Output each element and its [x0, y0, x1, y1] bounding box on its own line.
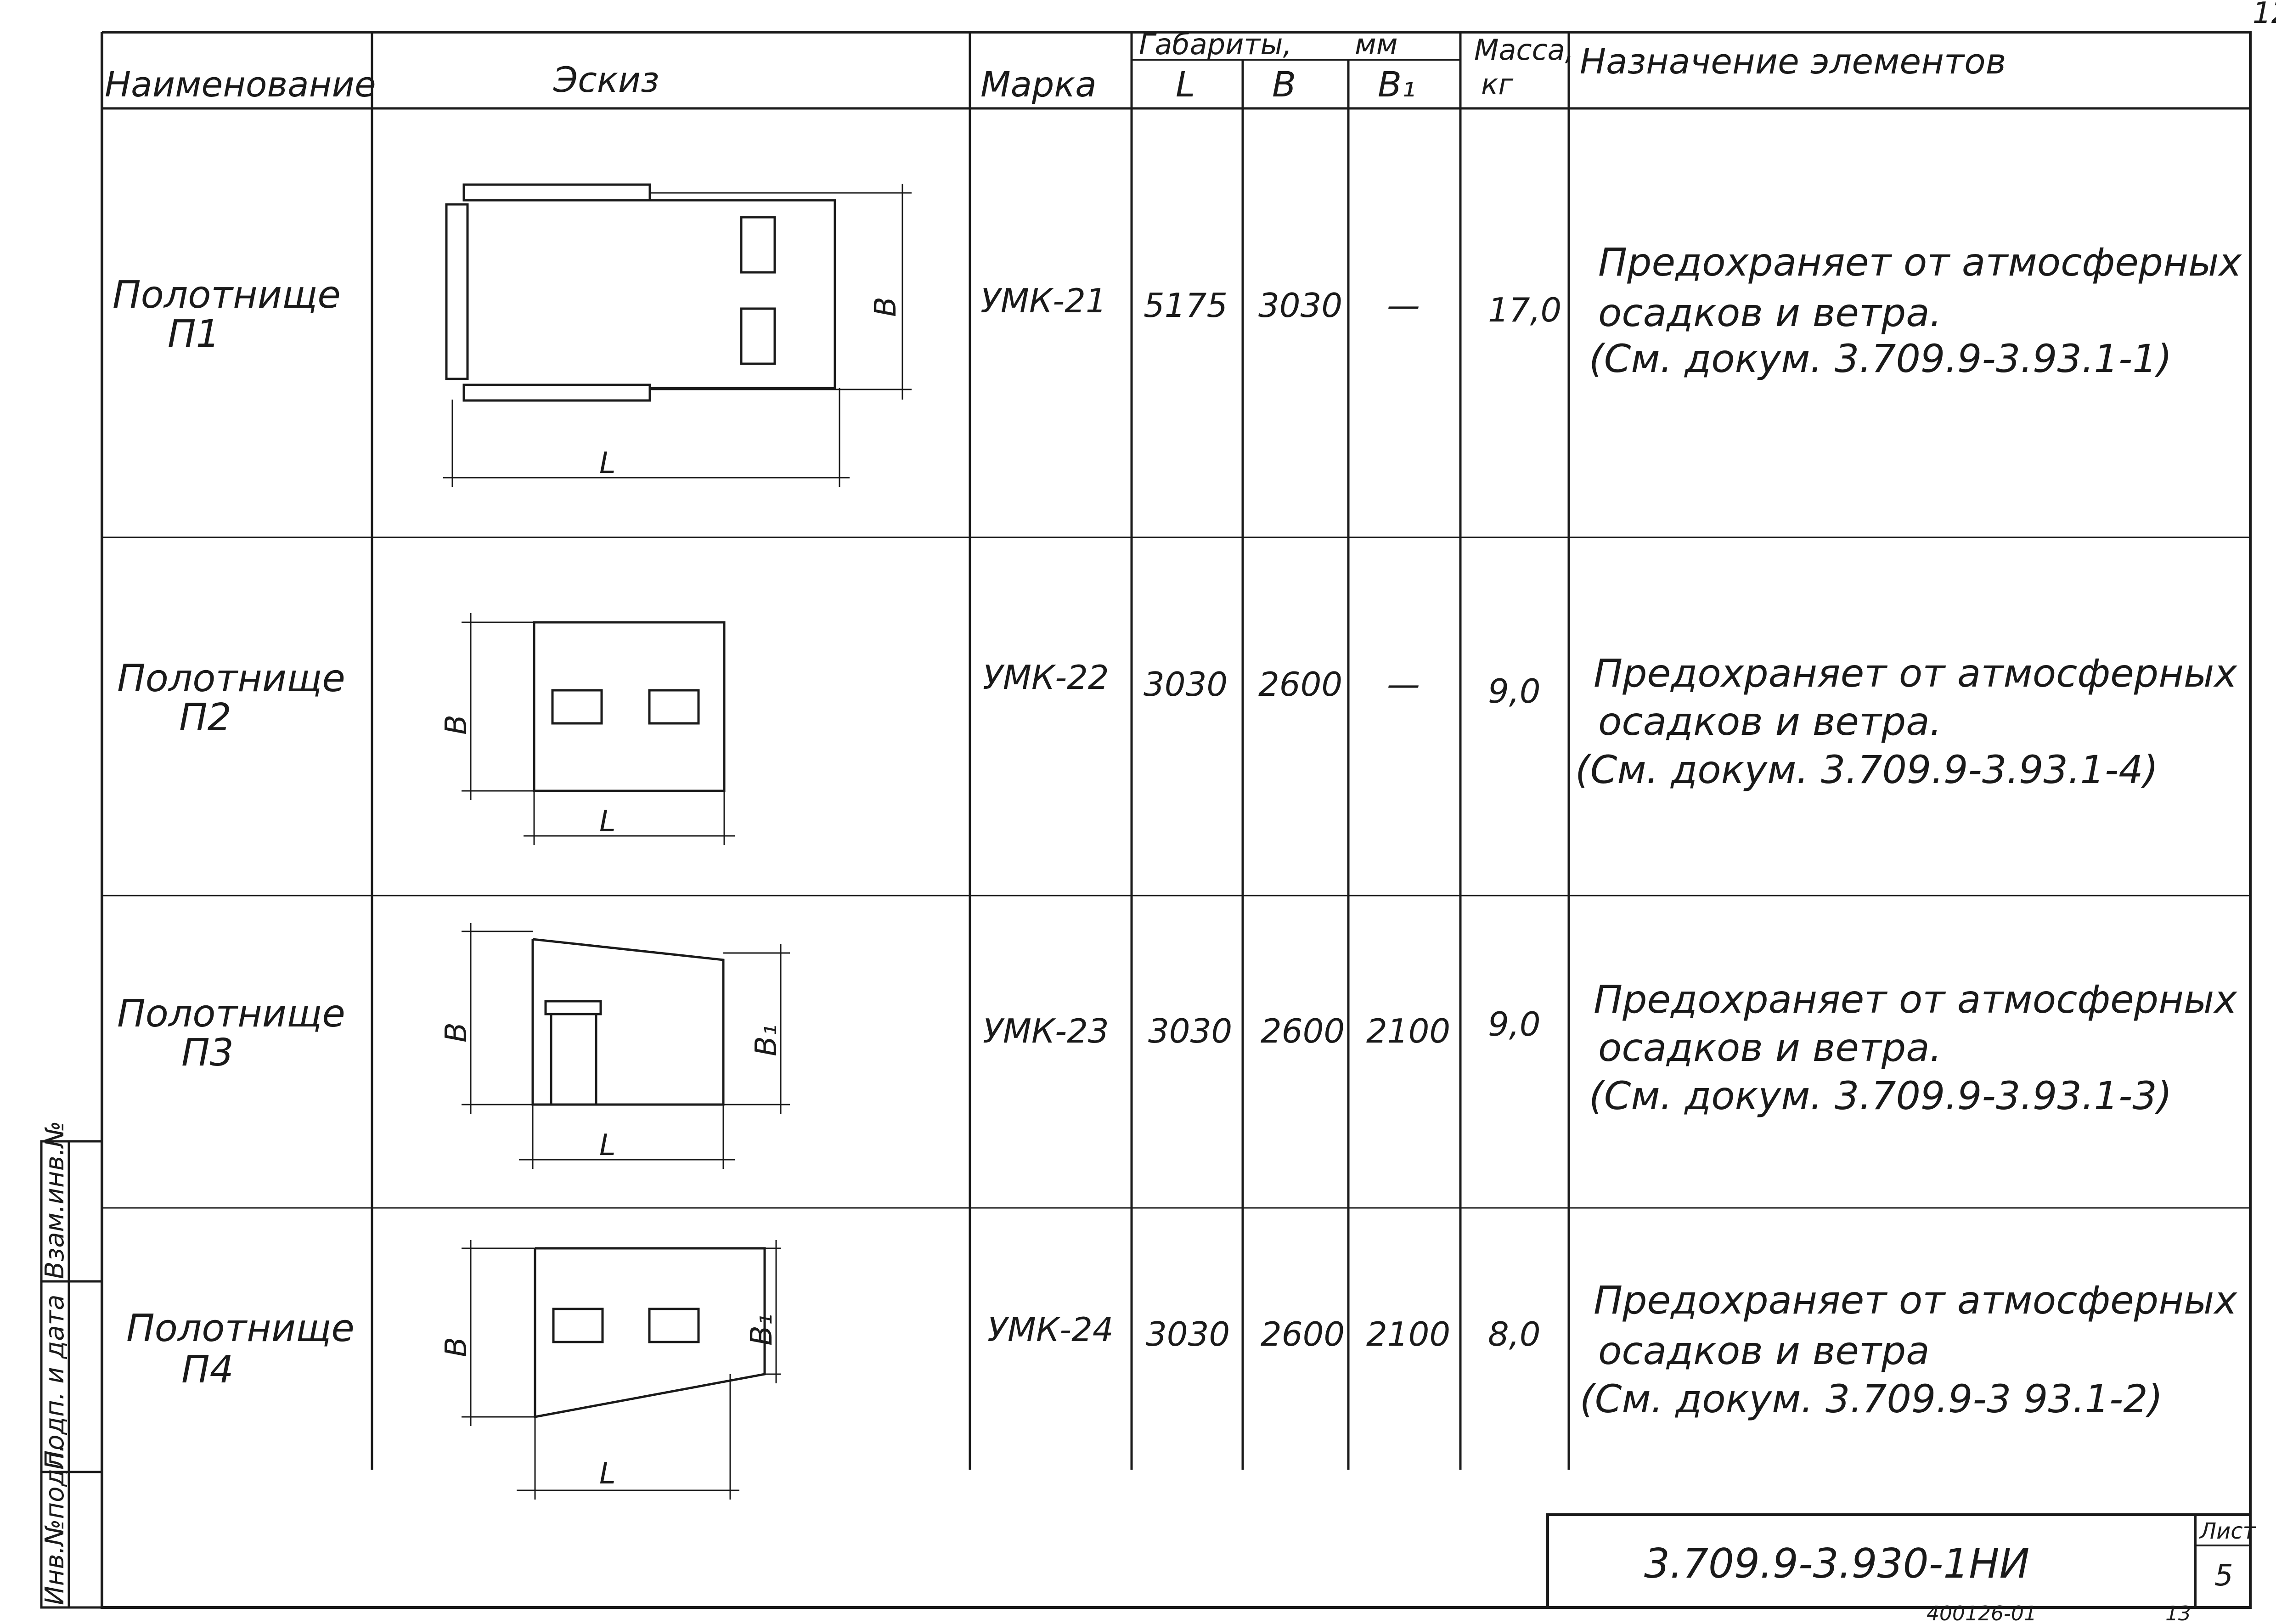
sketch-panel-p3 [462, 923, 790, 1169]
sketch-label-b: B [869, 297, 903, 317]
row-name-line2: П3 [181, 1031, 234, 1075]
document-code: 3.709.9-3.930-1НИ [1644, 1540, 2029, 1587]
sketch-label-l: L [599, 1128, 616, 1162]
table-row: Полотнище П4 УМК-24 3030 2600 2100 8,0 П… [126, 1240, 2237, 1500]
row-purpose-line3: (См. докум. 3.709.9-3.93.1-3) [1589, 1073, 2172, 1118]
sketch-panel-p1 [443, 183, 912, 487]
header-dimensions-unit: мм [1355, 28, 1398, 61]
row-purpose-line1: Предохраняет от атмосферных [1598, 240, 2242, 285]
row-mark: УМК-23 [983, 1012, 1109, 1050]
row-dim-b: 2600 [1261, 1012, 1345, 1050]
row-dim-b: 2600 [1261, 1315, 1345, 1353]
row-mass: 17,0 [1488, 291, 1561, 329]
row-name-line2: П1 [168, 312, 220, 356]
row-name-line1: Полотнище [126, 1307, 355, 1350]
header-dimensions-group: Габариты, [1139, 28, 1292, 61]
row-mark: УМК-21 [980, 282, 1107, 320]
corner-sheet-number: 12 [2253, 0, 2276, 30]
row-mark: УМК-22 [983, 658, 1109, 697]
row-dim-l: 3030 [1146, 1315, 1230, 1353]
archive-number: 400126-01 [1927, 1602, 2037, 1624]
row-purpose-line3: (См. докум. 3.709.9-3 93.1-2) [1580, 1376, 2163, 1421]
sketch-label-b: B [439, 1337, 473, 1357]
sketch-panel-p2 [462, 613, 735, 845]
row-purpose-line3: (См. докум. 3.709.9-3.93.1-1) [1589, 336, 2172, 381]
footer-page-number: 13 [2165, 1602, 2191, 1624]
row-dim-b1: — [1387, 665, 1420, 704]
header-sketch: Эскиз [553, 59, 659, 100]
row-dim-b: 3030 [1258, 286, 1342, 325]
sketch-label-b: B [439, 1022, 473, 1043]
sketch-label-b: B [439, 715, 473, 735]
sketch-panel-p4 [462, 1240, 781, 1500]
header-dim-l: L [1176, 64, 1195, 105]
table-row: Полотнище П2 УМК-22 3030 2600 — 9,0 Пред… [117, 613, 2237, 845]
row-dim-l: 3030 [1144, 665, 1228, 704]
row-mark: УМК-24 [987, 1310, 1114, 1349]
row-purpose-line2: осадков и ветра. [1598, 290, 1942, 335]
table-row: Полотнище П1 УМК-21 5175 3030 — 17,0 Пре… [113, 183, 2242, 487]
row-name-line1: Полотнище [117, 657, 345, 700]
stamp-replacing-inv: Взам.инв.№ [40, 1121, 70, 1279]
sketch-label-l: L [599, 446, 616, 480]
header-purpose: Назначение элементов [1580, 41, 2006, 82]
row-dim-b: 2600 [1258, 665, 1342, 704]
sheet-label: Лист [2199, 1518, 2257, 1544]
row-purpose-line2: осадков и ветра. [1598, 1025, 1942, 1070]
row-mass: 9,0 [1488, 1005, 1541, 1043]
sketch-label-l: L [599, 805, 616, 839]
table-frame [101, 31, 2252, 1609]
row-name-line1: Полотнище [117, 992, 345, 1036]
header-mark: Марка [980, 64, 1097, 105]
sheet-number: 5 [2214, 1559, 2233, 1593]
row-dim-b1: 2100 [1366, 1012, 1450, 1050]
row-purpose-line1: Предохраняет от атмосферных [1594, 977, 2237, 1022]
row-mass: 9,0 [1488, 672, 1541, 710]
header-dim-b1: B₁ [1378, 64, 1416, 105]
row-purpose-line2: осадков и ветра. [1598, 699, 1942, 744]
row-name-line2: П2 [179, 696, 231, 739]
title-block [1546, 1513, 2250, 1607]
sketch-label-b1: B₁ [749, 1024, 783, 1056]
table-row: Полотнище П3 УМК-23 3030 2600 2100 9,0 П… [117, 923, 2237, 1169]
row-dim-l: 3030 [1148, 1012, 1232, 1050]
table-grid [102, 32, 2250, 1470]
row-purpose-line1: Предохраняет от атмосферных [1594, 1278, 2237, 1323]
side-stamp [40, 1140, 103, 1609]
row-dim-b1: — [1387, 286, 1420, 325]
header-name: Наименование [105, 64, 376, 105]
row-mass: 8,0 [1488, 1315, 1541, 1353]
row-purpose-line1: Предохраняет от атмосферных [1594, 651, 2237, 696]
row-name-line1: Полотнище [113, 273, 341, 317]
header-mass: Масса, [1474, 33, 1574, 67]
row-name-line2: П4 [181, 1348, 234, 1392]
row-purpose-line3: (См. докум. 3.709.9-3.93.1-4) [1575, 747, 2158, 792]
header-dim-b: B [1272, 64, 1296, 105]
row-dim-b1: 2100 [1366, 1315, 1450, 1353]
header-mass-unit: кг [1481, 68, 1513, 101]
row-purpose-line2: осадков и ветра [1598, 1328, 1930, 1373]
stamp-inv-original: Инв.№подл. [40, 1444, 70, 1605]
stamp-sign-date: Подп. и дата [40, 1295, 70, 1470]
sketch-label-l: L [599, 1457, 616, 1491]
sketch-label-b1: B₁ [745, 1314, 779, 1346]
row-dim-l: 5175 [1144, 286, 1228, 325]
